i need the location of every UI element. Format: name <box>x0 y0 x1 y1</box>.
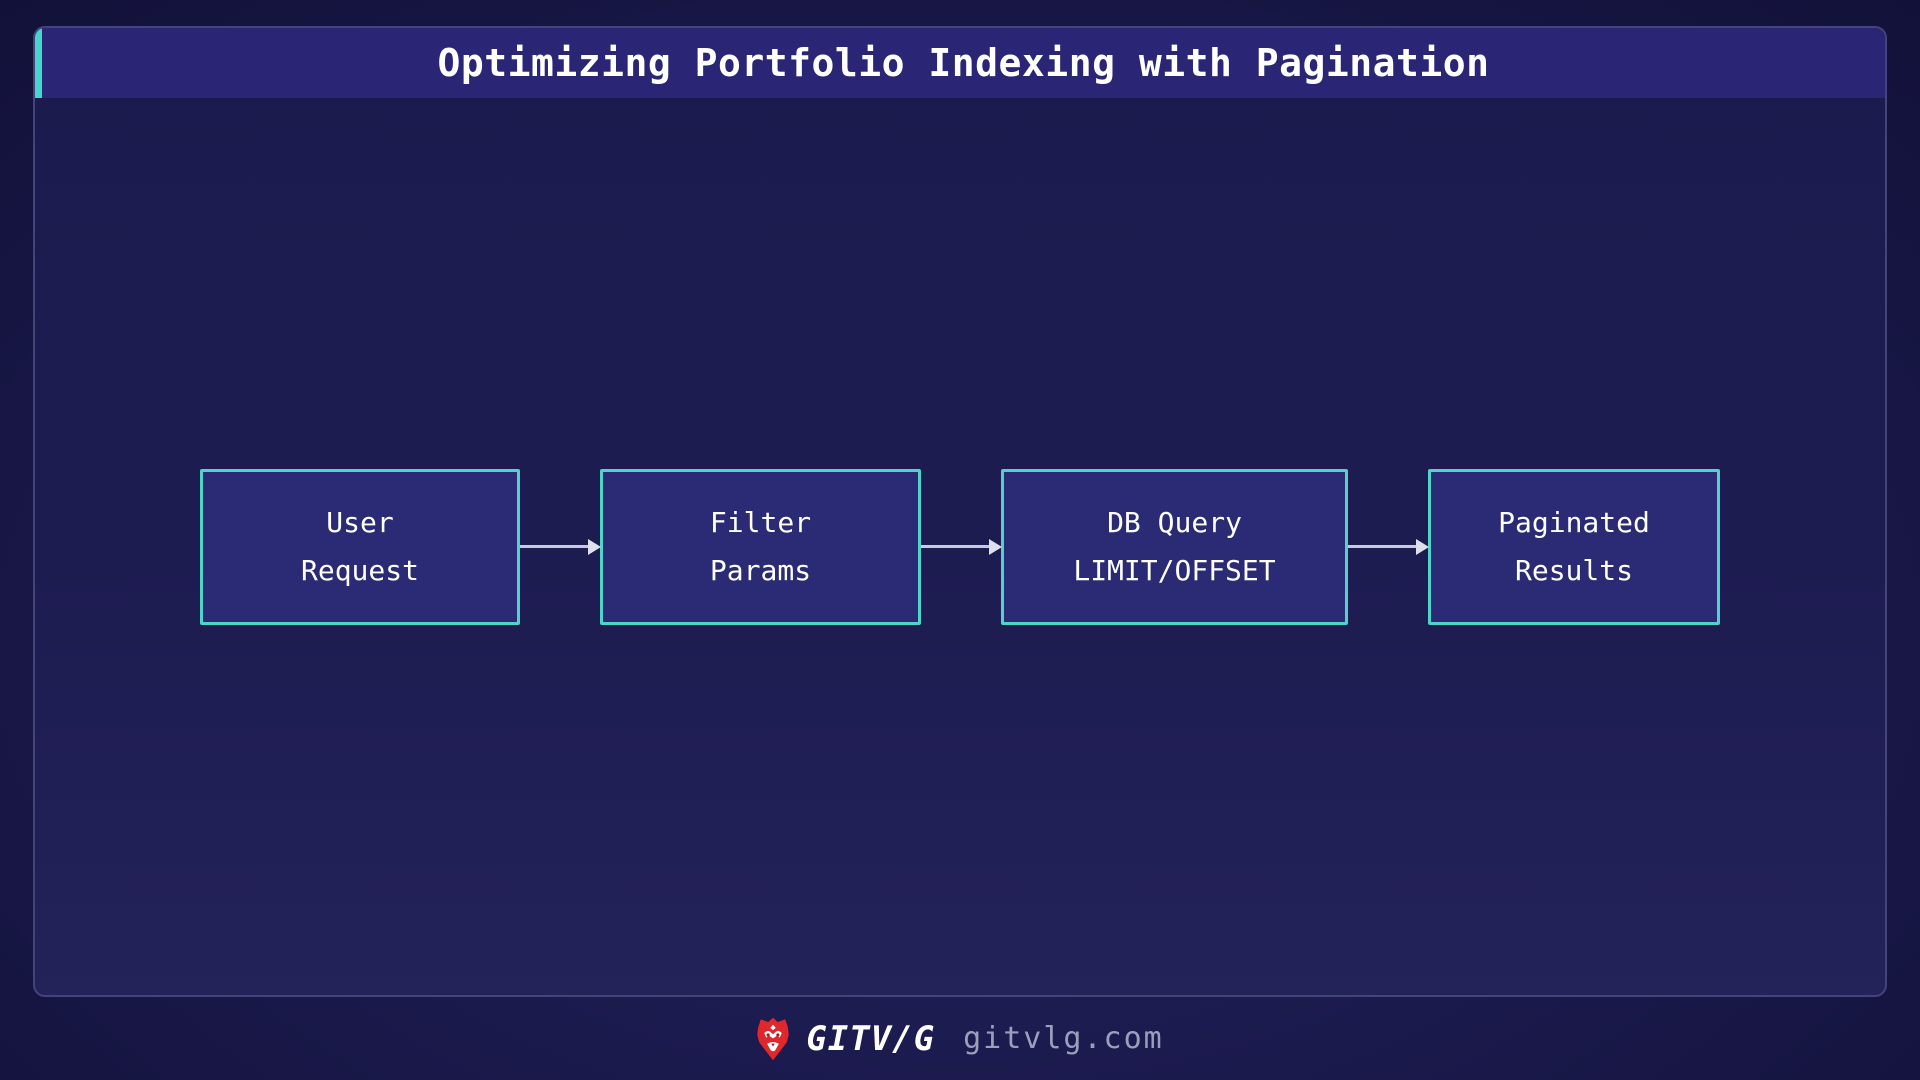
node-label-line: DB Query <box>1107 506 1242 539</box>
arrow-head <box>989 538 1002 555</box>
node-label-line: Paginated <box>1498 506 1650 539</box>
arrow-shaft <box>520 545 591 548</box>
flow-node-user-request: User Request <box>200 468 520 625</box>
arrow-right-icon <box>520 538 601 555</box>
brand-name: GITV/G <box>806 1018 936 1059</box>
flow-node-db-query: DB Query LIMIT/OFFSET <box>1001 468 1348 625</box>
arrow-right-icon <box>1348 538 1429 555</box>
node-label-line: LIMIT/OFFSET <box>1073 554 1276 587</box>
footer-brand-bar: GITV/G gitvlg.com <box>0 997 1920 1080</box>
flow-node-filter-params: Filter Params <box>600 468 921 625</box>
title-bar: Optimizing Portfolio Indexing with Pagin… <box>35 28 1885 98</box>
arrow-shaft <box>921 545 992 548</box>
arrow-head <box>1416 538 1429 555</box>
site-url: gitvlg.com <box>963 1021 1164 1056</box>
node-label-line: Params <box>709 554 812 587</box>
node-label-line: Request <box>300 554 419 587</box>
lion-icon <box>756 1016 790 1062</box>
flow-row: User Request Filter Params DB Query LIMI… <box>200 468 1720 625</box>
page-title: Optimizing Portfolio Indexing with Pagin… <box>437 41 1490 85</box>
node-label-line: User <box>326 506 394 539</box>
flow-node-paginated-results: Paginated Results <box>1428 468 1720 625</box>
diagram-panel: Optimizing Portfolio Indexing with Pagin… <box>33 26 1887 997</box>
node-label-line: Filter <box>709 506 812 539</box>
diagram-canvas: User Request Filter Params DB Query LIMI… <box>35 98 1885 995</box>
node-label-line: Results <box>1514 554 1633 587</box>
arrow-right-icon <box>921 538 1002 555</box>
arrow-shaft <box>1348 545 1419 548</box>
arrow-head <box>588 538 601 555</box>
